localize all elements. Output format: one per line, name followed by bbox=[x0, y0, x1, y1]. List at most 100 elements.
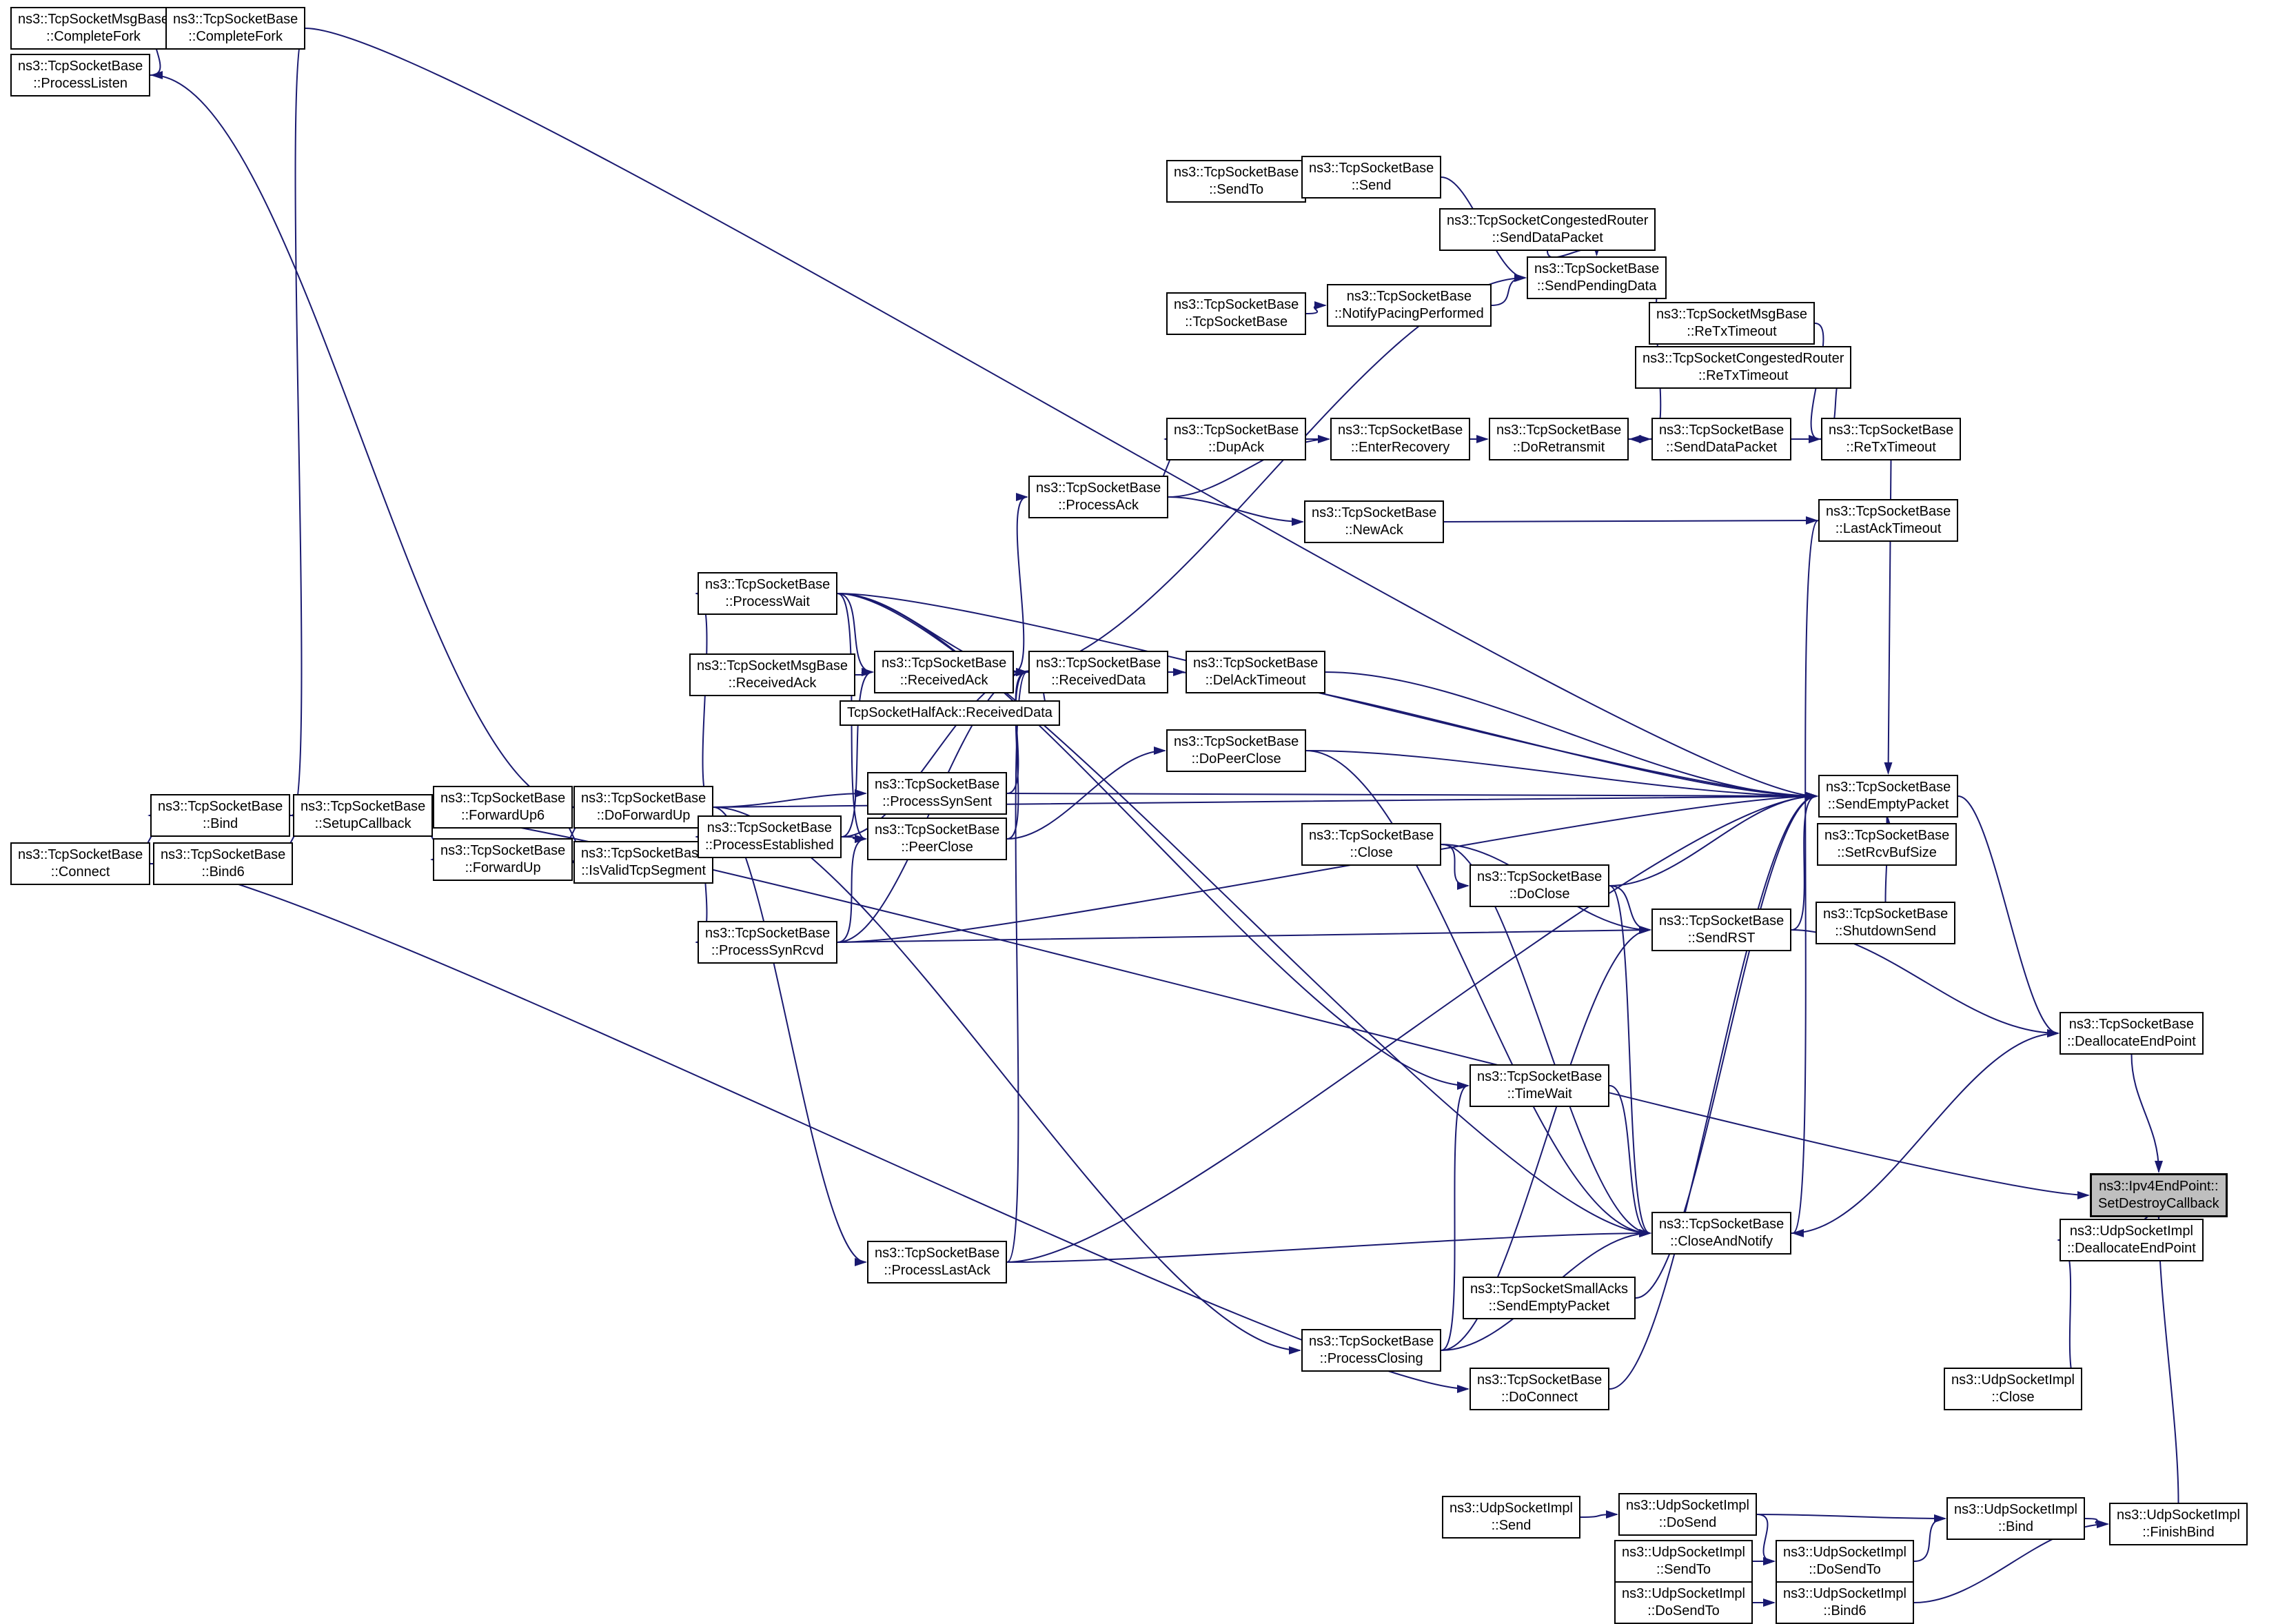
graph-node-processEstablished[interactable]: ns3::TcpSocketBase::ProcessEstablished bbox=[698, 815, 842, 858]
graph-node-msgReceivedAck[interactable]: ns3::TcpSocketMsgBase::ReceivedAck bbox=[689, 653, 855, 696]
graph-node-closeAndNotify[interactable]: ns3::TcpSocketBase::CloseAndNotify bbox=[1651, 1212, 1792, 1255]
graph-node-receivedData[interactable]: ns3::TcpSocketBase::ReceivedData bbox=[1028, 651, 1169, 693]
graph-node-udpFinishBind[interactable]: ns3::UdpSocketImpl::FinishBind bbox=[2109, 1503, 2248, 1545]
graph-node-sendTo[interactable]: ns3::TcpSocketBase::SendTo bbox=[1166, 160, 1307, 203]
call-edge-sendEmptyPacket-to-deallocateEndPoint bbox=[1957, 795, 2060, 1037]
graph-node-label: ::ProcessSynSent bbox=[882, 794, 993, 809]
graph-node-setupCallback[interactable]: ns3::TcpSocketBase::SetupCallback bbox=[293, 794, 434, 837]
graph-node-label: ::ProcessEstablished bbox=[705, 838, 834, 853]
graph-node-send[interactable]: ns3::TcpSocketBase::Send bbox=[1301, 156, 1442, 199]
graph-node-label: ns3::TcpSocketBase bbox=[1496, 423, 1622, 438]
graph-node-label: ::ReTxTimeout bbox=[1687, 324, 1777, 339]
graph-node-label: ns3::TcpSocketBase bbox=[18, 59, 143, 74]
graph-node-label: ns3::TcpSocketBase bbox=[1534, 261, 1660, 276]
graph-node-bind6[interactable]: ns3::TcpSocketBase::Bind6 bbox=[153, 842, 294, 885]
graph-node-label: ns3::UdpSocketImpl bbox=[1622, 1586, 1745, 1601]
graph-node-sendPendingData[interactable]: ns3::TcpSocketBase::SendPendingData bbox=[1527, 256, 1667, 299]
graph-node-reTxTimeout[interactable]: ns3::TcpSocketBase::ReTxTimeout bbox=[1821, 418, 1962, 460]
graph-node-processWait[interactable]: ns3::TcpSocketBase::ProcessWait bbox=[698, 572, 838, 615]
call-edge-newAck-to-lastAckTimeout bbox=[1443, 516, 1818, 525]
graph-node-smallAcksSendEmptyPacket[interactable]: ns3::TcpSocketSmallAcks::SendEmptyPacket bbox=[1463, 1277, 1636, 1319]
graph-node-tcpSocketBaseCtor[interactable]: ns3::TcpSocketBase::TcpSocketBase bbox=[1166, 292, 1307, 335]
graph-node-crReTxTimeout[interactable]: ns3::TcpSocketCongestedRouter::ReTxTimeo… bbox=[1635, 346, 1852, 389]
graph-node-udpDoSendTo2[interactable]: ns3::UdpSocketImpl::DoSendTo bbox=[1614, 1581, 1753, 1624]
graph-node-label: ::Bind bbox=[203, 816, 238, 831]
graph-node-connect[interactable]: ns3::TcpSocketBase::Connect bbox=[10, 842, 151, 885]
graph-node-sendEmptyPacket[interactable]: ns3::TcpSocketBase::SendEmptyPacket bbox=[1818, 775, 1959, 818]
graph-node-udpBind[interactable]: ns3::UdpSocketImpl::Bind bbox=[1946, 1497, 2085, 1540]
graph-node-label: ::NotifyPacingPerformed bbox=[1334, 306, 1484, 321]
graph-node-peerClose[interactable]: ns3::TcpSocketBase::PeerClose bbox=[867, 818, 1008, 860]
graph-node-label: ::ProcessLastAck bbox=[884, 1263, 990, 1278]
graph-node-doPeerClose[interactable]: ns3::TcpSocketBase::DoPeerClose bbox=[1166, 729, 1307, 772]
graph-node-forwardUp[interactable]: ns3::TcpSocketBase::ForwardUp bbox=[433, 838, 573, 881]
graph-node-doForwardUp[interactable]: ns3::TcpSocketBase::DoForwardUp bbox=[573, 786, 714, 829]
call-edge-receivedAck-to-sendPendingData bbox=[1013, 274, 1527, 673]
graph-node-processAck[interactable]: ns3::TcpSocketBase::ProcessAck bbox=[1028, 476, 1169, 518]
graph-node-deallocateEndPoint[interactable]: ns3::TcpSocketBase::DeallocateEndPoint bbox=[2060, 1012, 2204, 1055]
graph-node-setDestroyCallback[interactable]: ns3::Ipv4EndPoint::SetDestroyCallback bbox=[2090, 1173, 2228, 1217]
call-edge-doPeerClose-to-closeAndNotify bbox=[1305, 750, 1651, 1237]
graph-node-completeFork[interactable]: ns3::TcpSocketBase::CompleteFork bbox=[165, 7, 306, 50]
call-edge-peerClose-to-doPeerClose bbox=[1006, 747, 1166, 840]
graph-node-udpSendTo[interactable]: ns3::UdpSocketImpl::SendTo bbox=[1614, 1540, 1753, 1583]
graph-node-label: ::DoSendTo bbox=[1647, 1603, 1720, 1618]
graph-node-processClosing[interactable]: ns3::TcpSocketBase::ProcessClosing bbox=[1301, 1329, 1442, 1372]
graph-node-label: ns3::TcpSocketBase bbox=[1309, 161, 1434, 176]
graph-node-processLastAck[interactable]: ns3::TcpSocketBase::ProcessLastAck bbox=[867, 1241, 1008, 1283]
graph-node-udpBind6[interactable]: ns3::UdpSocketImpl::Bind6 bbox=[1776, 1581, 1914, 1624]
graph-node-label: ns3::TcpSocketBase bbox=[1829, 423, 1954, 438]
graph-node-lastAckTimeout[interactable]: ns3::TcpSocketBase::LastAckTimeout bbox=[1818, 499, 1959, 542]
graph-node-label: ns3::TcpSocketBase bbox=[705, 577, 831, 592]
graph-node-udpClose[interactable]: ns3::UdpSocketImpl::Close bbox=[1944, 1368, 2082, 1410]
graph-node-label: ns3::TcpSocketBase bbox=[875, 822, 1000, 838]
graph-node-notifyPacingPerformed[interactable]: ns3::TcpSocketBase::NotifyPacingPerforme… bbox=[1327, 284, 1492, 327]
graph-node-label: ns3::TcpSocketBase bbox=[1477, 1069, 1603, 1084]
graph-node-udpDoSendTo[interactable]: ns3::UdpSocketImpl::DoSendTo bbox=[1776, 1540, 1914, 1583]
graph-node-newAck[interactable]: ns3::TcpSocketBase::NewAck bbox=[1304, 500, 1445, 543]
graph-node-udpDoSend[interactable]: ns3::UdpSocketImpl::DoSend bbox=[1618, 1493, 1757, 1536]
graph-node-processSynRcvd[interactable]: ns3::TcpSocketBase::ProcessSynRcvd bbox=[698, 921, 838, 964]
graph-node-crSendDataPacket[interactable]: ns3::TcpSocketCongestedRouter::SendDataP… bbox=[1439, 208, 1656, 251]
call-edge-processAck-to-newAck bbox=[1168, 496, 1304, 526]
graph-node-doRetransmit[interactable]: ns3::TcpSocketBase::DoRetransmit bbox=[1489, 418, 1629, 460]
graph-node-sendDataPacket[interactable]: ns3::TcpSocketBase::SendDataPacket bbox=[1651, 418, 1792, 460]
graph-node-shutdownSend[interactable]: ns3::TcpSocketBase::ShutdownSend bbox=[1816, 902, 1956, 944]
graph-node-isValidTcpSegment[interactable]: ns3::TcpSocketBase::IsValidTcpSegment bbox=[573, 841, 714, 884]
call-edge-tcpSocketBaseCtor-to-notifyPacingPerformed bbox=[1305, 301, 1327, 314]
graph-node-label: ::DeallocateEndPoint bbox=[2067, 1034, 2196, 1049]
graph-node-udpDeallocateEndPoint[interactable]: ns3::UdpSocketImpl::DeallocateEndPoint bbox=[2060, 1219, 2204, 1261]
graph-node-processListen[interactable]: ns3::TcpSocketBase::ProcessListen bbox=[10, 54, 151, 97]
graph-node-halfAckReceivedData[interactable]: TcpSocketHalfAck::ReceivedData bbox=[840, 700, 1060, 726]
graph-node-enterRecovery[interactable]: ns3::TcpSocketBase::EnterRecovery bbox=[1330, 418, 1471, 460]
graph-node-msgReTxTimeout[interactable]: ns3::TcpSocketMsgBase::ReTxTimeout bbox=[1649, 302, 1815, 345]
graph-node-label: ::ProcessAck bbox=[1058, 498, 1139, 513]
graph-node-doConnect[interactable]: ns3::TcpSocketBase::DoConnect bbox=[1469, 1368, 1610, 1410]
graph-node-timeWait[interactable]: ns3::TcpSocketBase::TimeWait bbox=[1469, 1064, 1610, 1107]
graph-node-dupAck[interactable]: ns3::TcpSocketBase::DupAck bbox=[1166, 418, 1307, 460]
graph-node-label: ns3::TcpSocketBase bbox=[1826, 504, 1951, 519]
graph-node-msgCompleteFork[interactable]: ns3::TcpSocketMsgBase::CompleteFork bbox=[10, 7, 176, 50]
graph-node-label: ::PeerClose bbox=[901, 840, 973, 855]
graph-node-label: ns3::TcpSocketBase bbox=[1312, 505, 1437, 520]
graph-node-label: ::ProcessSynRcvd bbox=[711, 943, 824, 958]
call-edge-receivedAck-to-processAck bbox=[1013, 493, 1028, 673]
graph-node-close[interactable]: ns3::TcpSocketBase::Close bbox=[1301, 823, 1442, 866]
graph-node-forwardUp6[interactable]: ns3::TcpSocketBase::ForwardUp6 bbox=[433, 786, 573, 829]
graph-node-setRcvBufSize[interactable]: ns3::TcpSocketBase::SetRcvBufSize bbox=[1817, 823, 1957, 866]
graph-node-receivedAck[interactable]: ns3::TcpSocketBase::ReceivedAck bbox=[874, 651, 1015, 693]
graph-node-label: ::ReTxTimeout bbox=[1846, 440, 1936, 455]
call-edge-processLastAck-to-closeAndNotify bbox=[1006, 1229, 1651, 1263]
graph-node-sendRST[interactable]: ns3::TcpSocketBase::SendRST bbox=[1651, 909, 1792, 951]
graph-node-label: ns3::TcpSocketBase bbox=[1174, 734, 1299, 749]
call-edge-smallAcksSendEmptyPacket-to-sendEmptyPacket bbox=[1635, 792, 1818, 1299]
graph-node-processSynSent[interactable]: ns3::TcpSocketBase::ProcessSynSent bbox=[867, 772, 1008, 815]
graph-node-label: ::DoForwardUp bbox=[596, 808, 691, 823]
call-edge-udpClose-to-udpDeallocateEndPoint bbox=[2057, 1236, 2083, 1390]
graph-node-delAckTimeout[interactable]: ns3::TcpSocketBase::DelAckTimeout bbox=[1186, 651, 1326, 693]
graph-node-bind[interactable]: ns3::TcpSocketBase::Bind bbox=[150, 794, 291, 837]
call-edge-processSynRcvd-to-peerClose bbox=[837, 835, 867, 943]
graph-node-doClose[interactable]: ns3::TcpSocketBase::DoClose bbox=[1469, 864, 1610, 907]
call-edge-processEstablished-to-receivedAck bbox=[841, 668, 874, 838]
graph-node-udpSend[interactable]: ns3::UdpSocketImpl::Send bbox=[1442, 1496, 1580, 1539]
